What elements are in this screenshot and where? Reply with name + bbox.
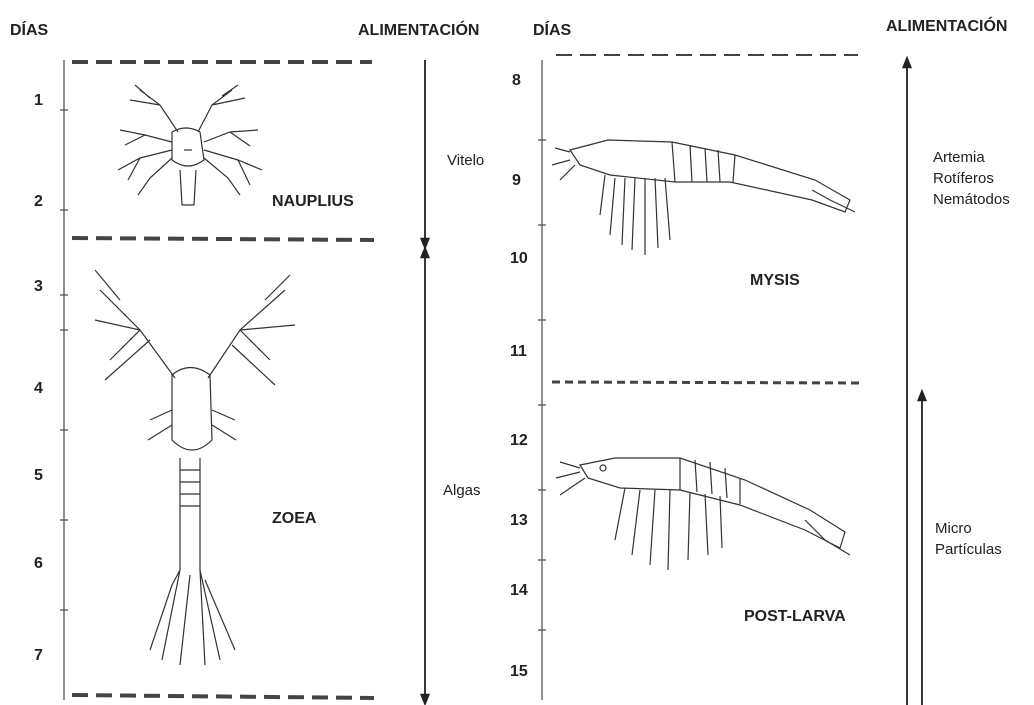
- boundary-end-zoea: [72, 695, 374, 698]
- timeline-axis-right: [538, 60, 546, 700]
- boundary-nauplius-zoea: [72, 238, 374, 240]
- zoea-illustration: [95, 270, 295, 665]
- postlarva-illustration: [556, 458, 850, 570]
- timeline-axis-left: [60, 60, 68, 700]
- boundary-mysis-postlarva: [552, 382, 862, 383]
- mysis-illustration: [552, 140, 855, 255]
- nauplius-illustration: [118, 85, 262, 205]
